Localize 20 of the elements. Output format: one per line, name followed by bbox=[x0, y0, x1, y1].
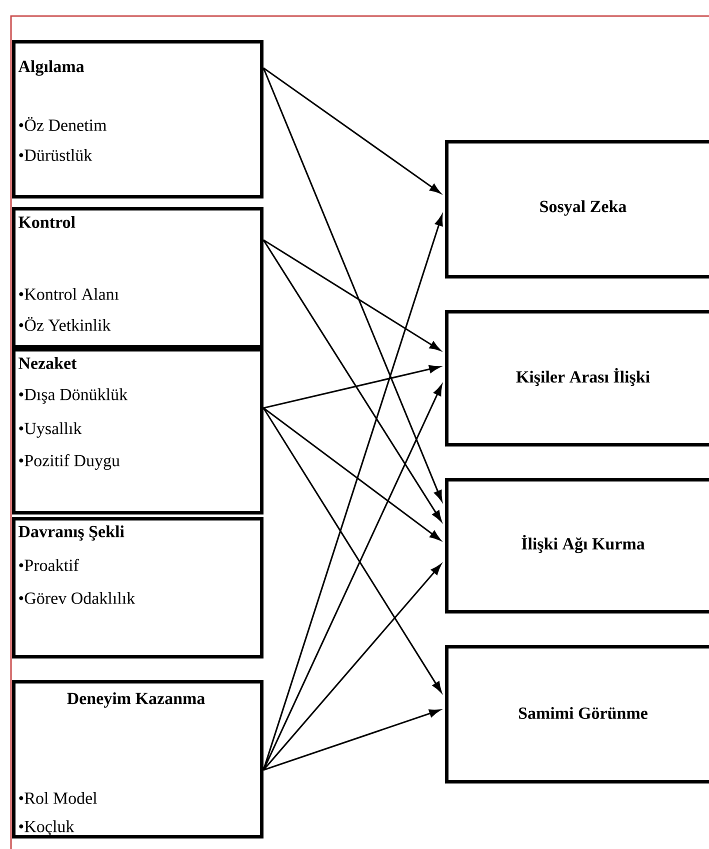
outcome-box: Kişiler Arası İlişki bbox=[445, 310, 709, 446]
factor-box: Kontrol •Kontrol Alanı •Öz Yetkinlik bbox=[12, 207, 264, 348]
arrow bbox=[262, 240, 442, 522]
factor-box: Algılama •Öz Denetim •Dürüstlük bbox=[12, 40, 264, 198]
arrow bbox=[263, 365, 440, 409]
arrow bbox=[262, 408, 442, 693]
arrow bbox=[263, 239, 441, 351]
arrow bbox=[263, 407, 441, 540]
outcome-box: Sosyal Zeka bbox=[445, 140, 709, 278]
arrow bbox=[262, 384, 442, 770]
arrow bbox=[263, 709, 440, 771]
outcome-box: İlişki Ağı Kurma bbox=[445, 478, 709, 614]
arrow bbox=[262, 68, 442, 502]
arrow bbox=[262, 564, 442, 771]
outcome-box: Samimi Görünme bbox=[445, 645, 709, 784]
arrow bbox=[262, 214, 443, 770]
factor-box: Deneyim Kazanma •Rol Model •Koçluk bbox=[12, 680, 264, 838]
factor-box: Davranış Şekli •Proaktif •Görev Odaklılık bbox=[12, 517, 264, 658]
factor-box: Nezaket •Dışa Dönüklük •Uysallık •Pozitif Duygu bbox=[12, 348, 264, 514]
arrow bbox=[263, 67, 441, 194]
